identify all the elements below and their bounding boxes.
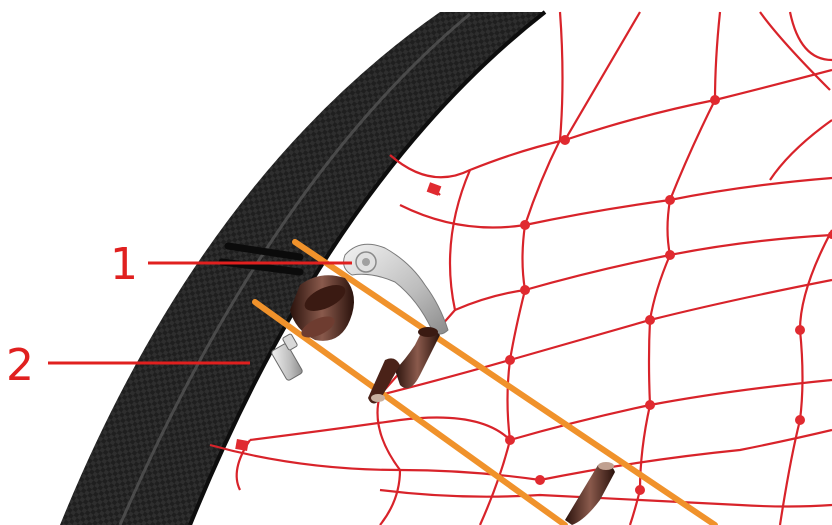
callout-label-1: 1: [110, 243, 138, 287]
quick-release-lever: [344, 244, 448, 334]
callout-label-2: 2: [6, 344, 34, 388]
